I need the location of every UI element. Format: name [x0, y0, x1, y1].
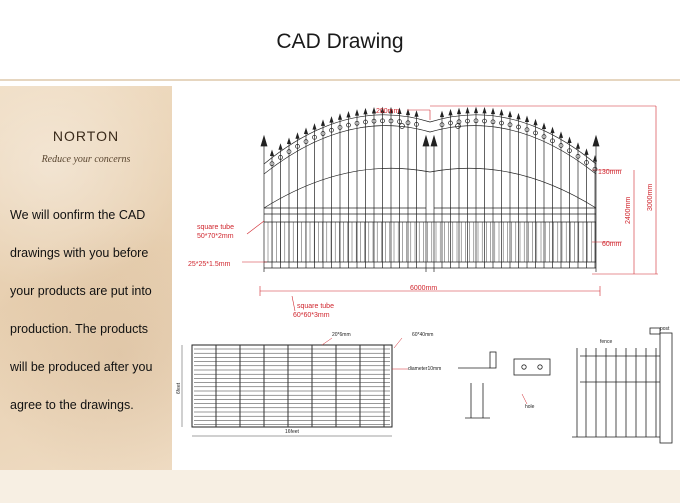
page-title: CAD Drawing [276, 30, 404, 53]
description-line-1: We will oonfirm the CAD [10, 208, 146, 222]
description-line-6: agree to the drawings. [10, 398, 134, 412]
description-line-3: your products are put into [10, 284, 152, 298]
cad-drawing: 200mm 130mm 60mm 2400mm 3000mm square tu… [176, 105, 673, 444]
brand-slogan: Reduce your concerns [41, 154, 131, 165]
label-bar-size: 25*25*1.5mm [188, 261, 231, 268]
hinge-parts [458, 351, 551, 419]
description-line-4: production. The products [10, 322, 149, 336]
sidebar: NORTON Reduce your concerns We will oonf… [0, 86, 172, 470]
dim-6000mm: 6000mm [410, 285, 437, 292]
label-hole: hole [525, 404, 535, 410]
fence-post-drawing [572, 327, 673, 444]
label-fence: fence [600, 339, 612, 345]
cad-drawing-panel: 200mm 130mm 60mm 2400mm 3000mm square tu… [172, 86, 680, 470]
dim-130mm: 130mm [598, 169, 622, 176]
label-60x40mm: 60*40mm [412, 332, 433, 338]
title-divider [0, 79, 680, 81]
gate-drawing [260, 106, 600, 272]
content-area: NORTON Reduce your concerns We will oonf… [0, 86, 680, 470]
label-16feet: 16feet [285, 429, 300, 435]
description-line-2: drawings with you before [10, 246, 149, 260]
description-line-5: will be produced after you [10, 360, 153, 374]
label-6feet: 6feet [176, 382, 182, 394]
dim-60mm: 60mm [602, 241, 622, 248]
label-post: post [660, 326, 670, 332]
dim-3000mm: 3000mm [647, 184, 654, 211]
label-square-tube-2: square tube [297, 303, 334, 310]
label-square-tube-2-size: 60*60*3mm [293, 312, 330, 319]
brand-name: NORTON [52, 128, 120, 144]
dimension-lines [242, 105, 658, 312]
label-square-tube-1-size: 50*70*2mm [197, 233, 234, 240]
footer-band [0, 470, 680, 503]
fence-panel-drawing [181, 337, 408, 437]
label-square-tube-1: square tube [197, 224, 234, 231]
label-20x6mm: 20*6mm [332, 332, 351, 338]
dim-2400mm: 2400mm [625, 197, 632, 224]
label-diameter10mm: diameter10mm [408, 366, 441, 372]
dim-200mm: 200mm [376, 108, 400, 115]
